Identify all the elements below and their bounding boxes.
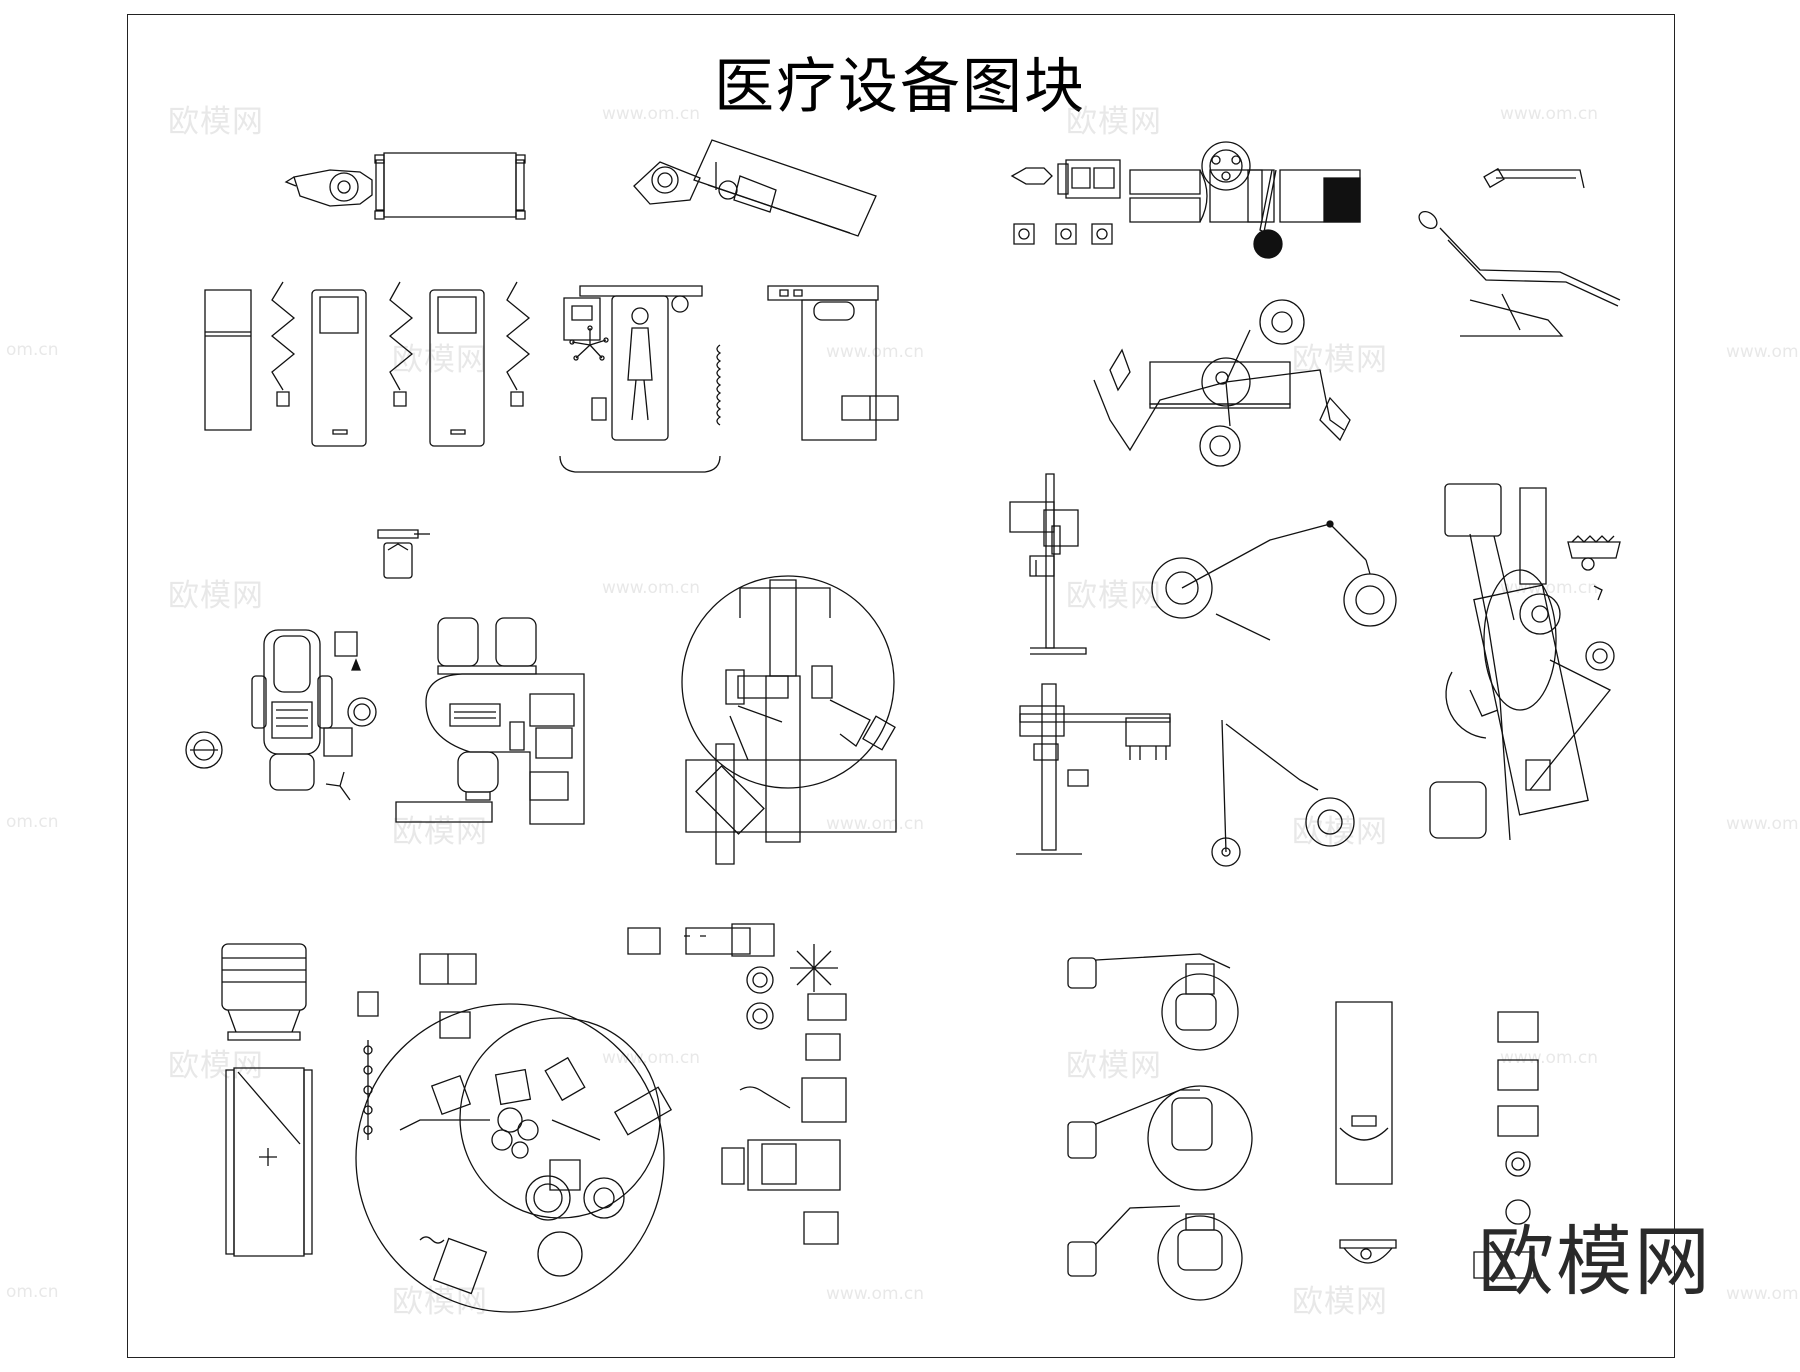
ceiling-operating-lights-row — [1068, 954, 1252, 1300]
watermark-url: www.om.cn — [826, 814, 925, 834]
operating-table-with-surgeon — [560, 286, 720, 472]
watermark-url: www.om.cn — [826, 1284, 925, 1304]
watermark: 欧模网 — [1292, 1284, 1388, 1320]
wash-basin-cabinet — [1336, 1002, 1396, 1263]
ceiling-surgical-lights — [1094, 300, 1350, 466]
cabinet-and-stretchers — [205, 282, 529, 446]
watermark-url: www.om.cn — [602, 578, 701, 598]
watermark: 欧模网 — [1066, 578, 1162, 614]
mobile-xray-units — [682, 576, 896, 864]
watermark: 欧模网 — [168, 1048, 264, 1084]
dental-unit-top-view — [1012, 142, 1360, 258]
watermark-url: www.om.cn — [1500, 104, 1599, 124]
watermark-url: www.om.cn — [602, 1048, 701, 1068]
watermark: 欧模网 — [1066, 1048, 1162, 1084]
dental-operatory-suite — [396, 618, 584, 824]
anesthesia-equipment — [356, 1004, 671, 1312]
drawing-frame — [127, 14, 1675, 1358]
patient-monitor — [186, 530, 430, 800]
watermark-url: www.om.cn — [1726, 814, 1800, 834]
page-title: 医疗设备图块 — [714, 52, 1086, 122]
watermark: 欧模网 — [392, 342, 488, 378]
watermark-url: www.om.cn — [1500, 1048, 1599, 1068]
watermark: 欧模网 — [392, 1284, 488, 1320]
watermark: 欧模网 — [168, 104, 264, 140]
dental-unit-operating-light — [1430, 484, 1620, 840]
panoramic-xray-stands — [1010, 474, 1170, 854]
watermark-url: om.cn — [6, 1282, 59, 1302]
watermark-url: www.om.cn — [1726, 342, 1800, 362]
watermark-url: www.om.cn — [602, 104, 701, 124]
watermark: 欧模网 — [1066, 104, 1162, 140]
watermark-url: www.om.cn — [826, 342, 925, 362]
watermark-url: om.cn — [6, 340, 59, 360]
watermark-url: om.cn — [6, 812, 59, 832]
cabinet-stack — [1474, 1012, 1538, 1278]
dental-chair-side-view — [1416, 169, 1620, 336]
watermark-url: www.om.cn — [1726, 1284, 1800, 1304]
watermark: 欧模网 — [392, 814, 488, 850]
watermark: 欧模网 — [168, 578, 264, 614]
surgical-light-boom — [1152, 521, 1396, 866]
watermark-url: www.om.cn — [1500, 578, 1599, 598]
treatment-bed — [768, 286, 898, 440]
examination-table-with-patient — [634, 140, 876, 236]
gurney-with-patient — [286, 153, 525, 219]
brand-logo: 欧模网 — [1478, 1217, 1712, 1306]
instrument-trolleys — [222, 944, 476, 1256]
anesthesia-cart-accessories — [628, 924, 846, 1244]
